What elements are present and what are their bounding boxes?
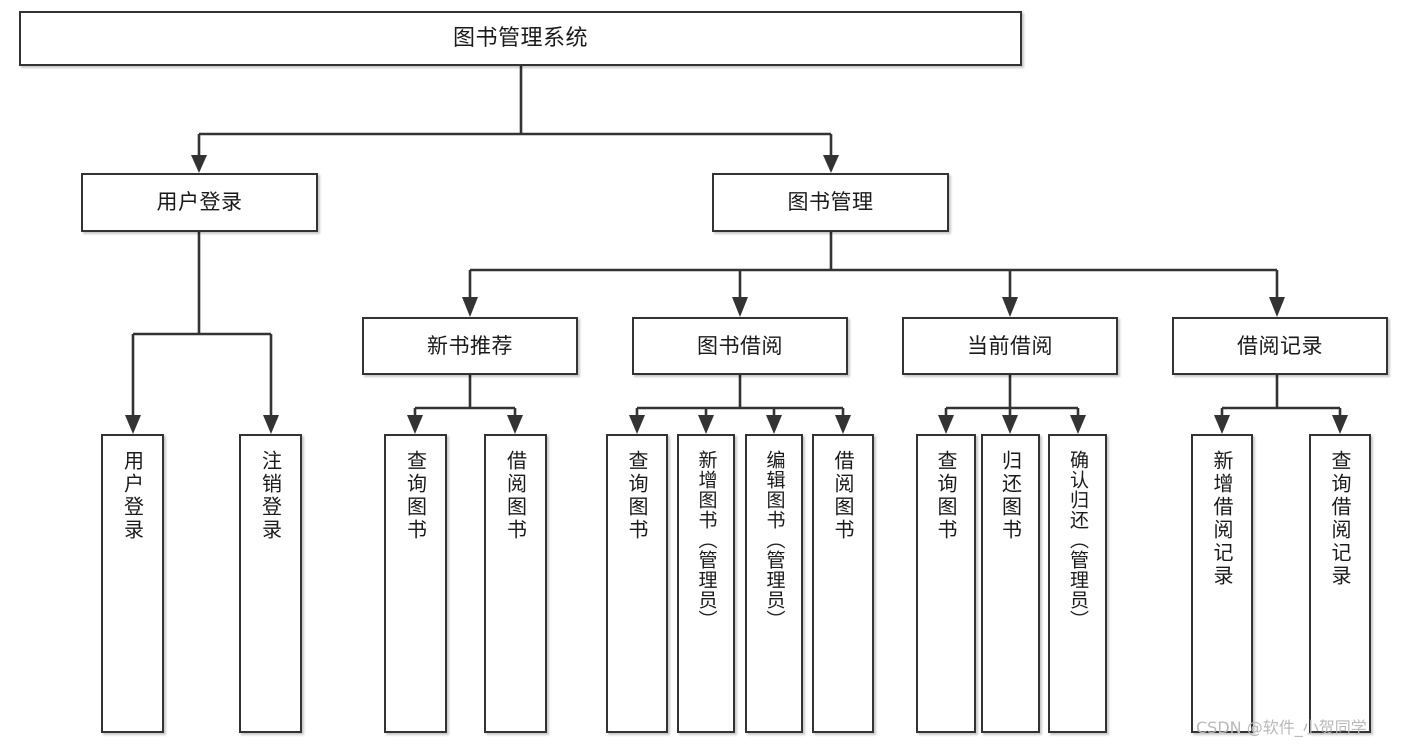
node-label: 查询借阅记录 bbox=[1328, 450, 1352, 588]
arrow-borrow-record-leaf-1 bbox=[1214, 415, 1230, 434]
node-label: 图书借阅 bbox=[697, 333, 783, 358]
leaf-borrow-record-query-record[interactable]: 查询借阅记录 bbox=[1309, 434, 1371, 733]
node-label: 确认归还（管理员） bbox=[1066, 450, 1089, 630]
arrow-new-book-leaf-1 bbox=[407, 415, 423, 434]
leaf-new-book-query-book[interactable]: 查询图书 bbox=[384, 434, 447, 733]
arrow-book-borrow-leaf-4 bbox=[835, 415, 851, 434]
leaf-book-borrow-add-book-admin[interactable]: 新增图书（管理员） bbox=[677, 434, 735, 733]
leaf-borrow-record-add-record[interactable]: 新增借阅记录 bbox=[1191, 434, 1253, 733]
node-root-library-system[interactable]: 图书管理系统 bbox=[19, 11, 1022, 66]
node-label: 查询图书 bbox=[625, 450, 649, 542]
leaf-book-borrow-query-book[interactable]: 查询图书 bbox=[606, 434, 668, 733]
node-label: 借阅记录 bbox=[1237, 333, 1323, 358]
node-label: 借阅图书 bbox=[503, 450, 528, 542]
arrow-book-manage-to-book-borrow bbox=[732, 297, 748, 317]
node-label: 图书管理系统 bbox=[452, 25, 588, 51]
leaf-current-borrow-confirm-return-admin[interactable]: 确认归还（管理员） bbox=[1048, 434, 1107, 733]
arrow-book-borrow-leaf-1 bbox=[629, 415, 645, 434]
node-label: 当前借阅 bbox=[967, 333, 1053, 358]
arrow-book-manage-to-current-borrow bbox=[1002, 297, 1018, 317]
node-label: 借阅图书 bbox=[831, 450, 855, 542]
node-label: 新增图书（管理员） bbox=[695, 450, 718, 630]
leaf-new-book-borrow-book[interactable]: 借阅图书 bbox=[484, 434, 547, 733]
node-label: 查询图书 bbox=[403, 450, 428, 542]
leaf-user-login-logout[interactable]: 注销登录 bbox=[239, 434, 302, 733]
node-label: 新书推荐 bbox=[427, 333, 513, 358]
leaf-book-borrow-edit-book-admin[interactable]: 编辑图书（管理员） bbox=[745, 434, 803, 733]
leaf-user-login-login[interactable]: 用户登录 bbox=[101, 434, 164, 733]
node-new-book-recommend[interactable]: 新书推荐 bbox=[362, 317, 578, 375]
arrow-book-borrow-leaf-3 bbox=[766, 415, 782, 434]
node-label: 新增借阅记录 bbox=[1210, 450, 1234, 588]
leaf-book-borrow-borrow-book[interactable]: 借阅图书 bbox=[812, 434, 874, 733]
node-label: 用户登录 bbox=[120, 450, 145, 542]
node-label: 查询图书 bbox=[934, 450, 958, 542]
node-book-management[interactable]: 图书管理 bbox=[712, 173, 949, 232]
arrow-root-to-user-login bbox=[191, 155, 207, 173]
arrow-root-to-book-manage bbox=[823, 155, 839, 173]
arrow-book-manage-to-new-book bbox=[462, 297, 478, 317]
leaf-current-borrow-query-book[interactable]: 查询图书 bbox=[916, 434, 976, 733]
arrow-current-borrow-leaf-1 bbox=[938, 415, 954, 434]
arrow-user-login-leaf-1 bbox=[125, 415, 141, 434]
node-borrow-record[interactable]: 借阅记录 bbox=[1172, 317, 1388, 375]
arrow-book-manage-to-borrow-record bbox=[1269, 297, 1285, 317]
arrow-user-login-leaf-2 bbox=[263, 415, 279, 434]
node-label: 用户登录 bbox=[156, 190, 243, 215]
arrow-book-borrow-leaf-2 bbox=[698, 415, 714, 434]
arrow-new-book-leaf-2 bbox=[507, 415, 523, 434]
node-label: 编辑图书（管理员） bbox=[763, 450, 786, 630]
leaf-current-borrow-return-book[interactable]: 归还图书 bbox=[981, 434, 1040, 733]
arrow-borrow-record-leaf-2 bbox=[1332, 415, 1348, 434]
node-current-borrow[interactable]: 当前借阅 bbox=[902, 317, 1118, 375]
arrow-current-borrow-leaf-3 bbox=[1070, 415, 1086, 434]
node-label: 归还图书 bbox=[998, 450, 1023, 542]
node-book-borrow[interactable]: 图书借阅 bbox=[632, 317, 848, 375]
arrow-current-borrow-leaf-2 bbox=[1002, 415, 1018, 434]
node-user-login[interactable]: 用户登录 bbox=[81, 173, 318, 232]
node-label: 图书管理 bbox=[787, 190, 874, 215]
node-label: 注销登录 bbox=[258, 450, 283, 542]
